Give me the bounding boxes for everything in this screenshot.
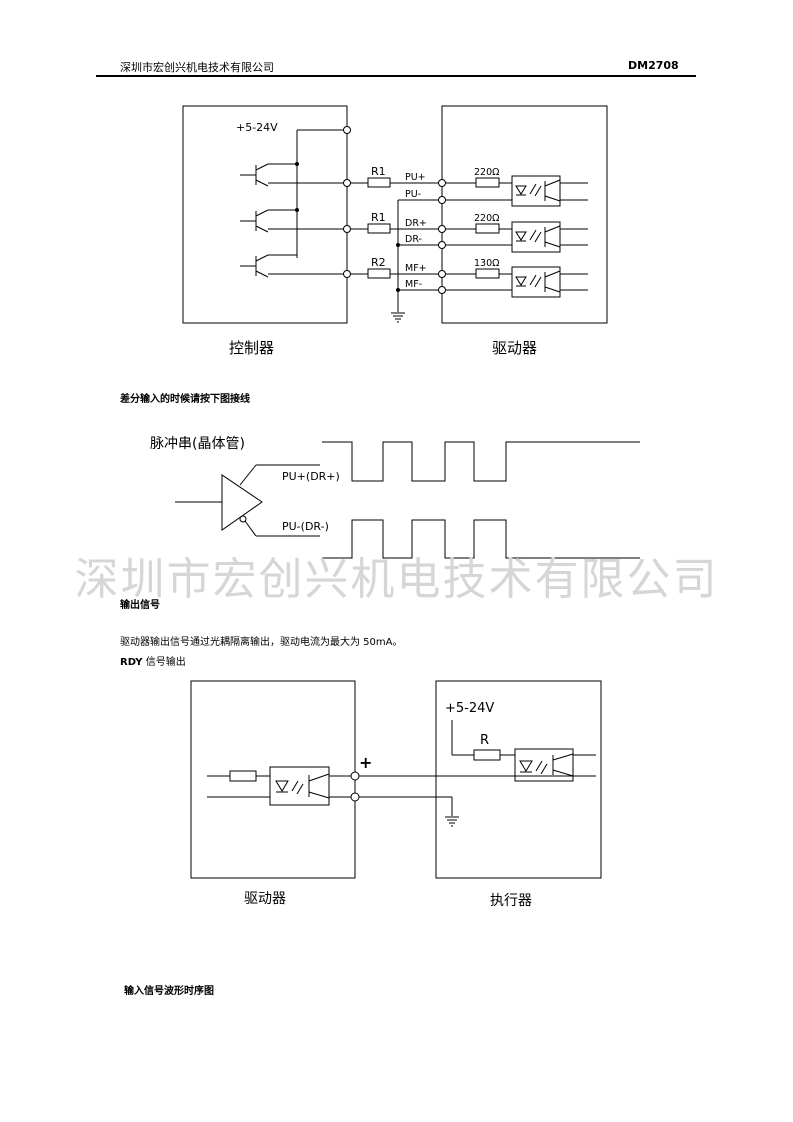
resistor-r-label: R [480,733,489,748]
header-divider [96,75,696,77]
transistor-1 [240,163,297,187]
pu-minus-label: PU- [405,189,421,200]
mf-minus-label: MF- [405,279,422,290]
driver-box-2 [190,680,356,879]
pulse-waveform-diagram: 脉冲串(晶体管) PU+(DR+) PU-(DR-) [150,436,640,559]
supply-label: +5-24V [236,121,278,134]
optocoupler-dr [511,221,588,253]
driver-box [441,105,608,324]
plus-sign-label: + [359,753,372,772]
wiring-diagram-controller-driver: +5-24V R1 R1 R2 PU+ PU- DR+ DR- MF+ MF- … [182,105,608,357]
rdy-output-text: 信号输出 [142,657,186,668]
optocoupler-rdy-executor [514,748,596,782]
section-differential-title: 差分输入的时候请按下图接线 [120,394,250,405]
dr-minus-label: DR- [405,234,422,245]
transistor-3 [240,254,297,278]
driver-caption-2: 驱动器 [244,891,286,907]
ground-symbol-2 [445,816,459,827]
supply-label-2: +5-24V [445,701,494,716]
wiring-diagram-rdy-output: + +5-24V R 驱动器 执行器 [190,680,602,909]
controller-box [182,105,348,324]
mf-plus-label: MF+ [405,263,427,274]
header-model: DM2708 [628,59,679,72]
controller-caption: 控制器 [229,339,274,357]
header-company: 深圳市宏创兴机电技术有限公司 [120,61,274,74]
output-description: 驱动器输出信号通过光耦隔离输出，驱动电流为最大为 50mA。 [120,637,403,648]
rdy-label: RDY [120,657,143,668]
dr-plus-label: DR+ [405,218,427,229]
optocoupler-mf [511,266,588,298]
pu-plus-dr-label: PU+(DR+) [282,470,340,483]
resistor-220-2-label: 220Ω [474,213,499,224]
executor-caption: 执行器 [490,893,532,909]
executor-box [435,680,602,879]
pu-minus-dr-label: PU-(DR-) [282,520,329,533]
resistor-220-1-label: 220Ω [474,167,499,178]
transistor-2 [240,209,297,233]
ground-symbol-1 [391,312,405,323]
optocoupler-pu [511,175,588,207]
rdy-output-line: RDY 信号输出 [120,653,186,668]
pu-plus-label: PU+ [405,172,426,183]
section-output-title: 输出信号 [120,600,160,611]
resistor-130-label: 130Ω [474,258,499,269]
r1-top-label: R1 [371,165,386,178]
section-timing-title: 输入信号波形时序图 [124,986,214,997]
optocoupler-rdy-driver [269,766,355,806]
driver-caption: 驱动器 [492,339,537,357]
r2-label: R2 [371,256,386,269]
r1-mid-label: R1 [371,211,386,224]
pulse-train-title: 脉冲串(晶体管) [150,436,245,452]
watermark-text: 深圳市宏创兴机电技术有限公司 [74,554,719,605]
